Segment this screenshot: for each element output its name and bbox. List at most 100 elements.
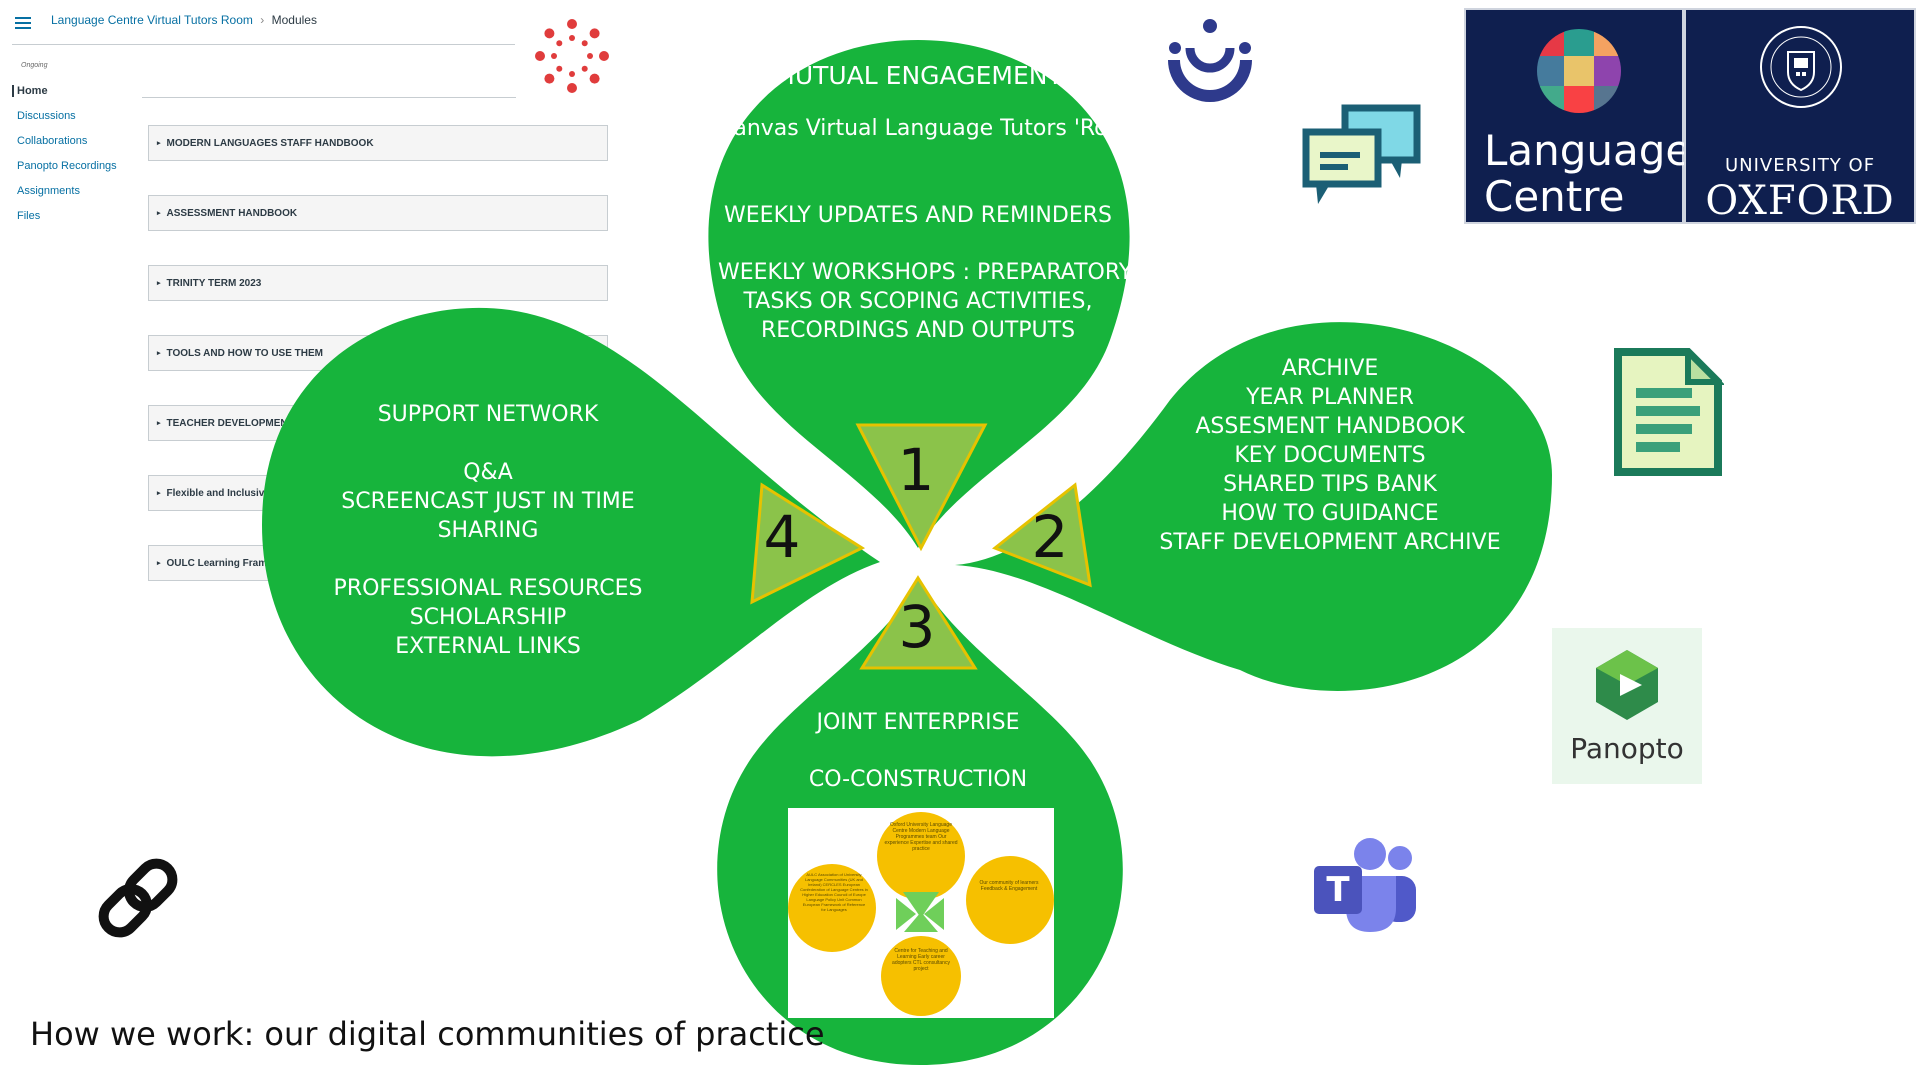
language-centre-line2: Centre <box>1484 172 1625 221</box>
support-network-item: SHARING <box>437 518 539 543</box>
spacer <box>718 92 1118 114</box>
nav-discussions[interactable]: Discussions <box>17 110 76 122</box>
mutual-engagement-line3: TASKS OR SCOPING ACTIVITIES, <box>743 289 1093 314</box>
spacer <box>1150 325 1510 354</box>
language-centre-line1: Language <box>1484 126 1692 175</box>
joint-enterprise-subtitle: CO-CONSTRUCTION <box>808 767 1028 792</box>
globe-icon <box>1537 29 1621 113</box>
breadcrumb: Language Centre Virtual Tutors Room › Mo… <box>51 13 317 27</box>
teams-letter: T <box>1326 870 1350 910</box>
joint-enterprise-title: JOINT ENTERPRISE <box>816 710 1020 735</box>
oxford-line2: OXFORD <box>1705 178 1895 224</box>
expand-triangle-icon: ▸ <box>157 280 161 287</box>
module-trinity-term[interactable]: ▸TRINITY TERM 2023 <box>148 265 608 301</box>
teams-logo-icon: T <box>1308 836 1418 940</box>
shared-repertoire-item: KEY DOCUMENTS <box>1234 443 1426 468</box>
chat-bubbles-icon <box>1302 104 1421 204</box>
nav-assignments[interactable]: Assignments <box>17 185 80 197</box>
expand-triangle-icon: ▸ <box>157 210 161 217</box>
spacer <box>718 230 1118 258</box>
mini-text-right: Our community of learners Feedback & Eng… <box>979 880 1039 892</box>
module-staff-handbook[interactable]: ▸ MODERN LANGUAGES STAFF HANDBOOK <box>148 125 608 161</box>
support-network-item: SCHOLARSHIP <box>409 605 567 630</box>
support-network-item: SCREENCAST JUST IN TIME <box>341 489 635 514</box>
module-title: MODERN LANGUAGES STAFF HANDBOOK <box>166 137 374 149</box>
shared-repertoire-text: SHARED REPERTOIRE ARCHIVE YEAR PLANNER A… <box>1150 296 1510 557</box>
spacer <box>738 737 1098 765</box>
term-label: Ongoing <box>21 62 48 69</box>
shared-repertoire-item: SHARED TIPS BANK <box>1223 472 1437 497</box>
spacer <box>718 143 1118 201</box>
teams-shapes <box>1314 838 1416 932</box>
mini-text-bottom: Centre for Teaching and Learning Early c… <box>892 948 950 972</box>
header-divider <box>12 44 515 45</box>
nav-panopto-recordings[interactable]: Panopto Recordings <box>17 160 117 172</box>
community-logo-icon <box>1168 19 1252 102</box>
oxford-line1: UNIVERSITY OF <box>1724 155 1876 176</box>
nav-files[interactable]: Files <box>17 210 41 222</box>
petal-mutual-engagement <box>708 40 1130 548</box>
hamburger-menu-icon[interactable] <box>15 16 31 29</box>
panopto-label: Panopto <box>1570 732 1684 765</box>
document-icon <box>1614 348 1724 476</box>
slide-caption: How we work: our digital communities of … <box>30 1015 825 1053</box>
module-title: Flexible and Inclusive <box>166 487 270 499</box>
oxford-crest-icon <box>1760 26 1842 108</box>
mini-clover-shapes <box>788 812 1054 1016</box>
petal-support-network <box>262 307 880 757</box>
triangle-2 <box>992 482 1092 588</box>
number-1: 1 <box>897 436 935 504</box>
mutual-engagement-line4: RECORDINGS AND OUTPUTS <box>760 318 1076 343</box>
expand-triangle-icon: ▸ <box>157 140 161 147</box>
spacer <box>318 429 658 458</box>
module-title: ASSESSMENT HANDBOOK <box>166 207 298 219</box>
mutual-engagement-line1: WEEKLY UPDATES AND REMINDERS <box>724 203 1112 228</box>
nav-collaborations[interactable]: Collaborations <box>17 135 88 147</box>
mini-text-left: AULC Association of University Language … <box>800 872 868 912</box>
module-title: TEACHER DEVELOPMENT <box>166 417 294 429</box>
mini-clover-diagram: Oxford University Language Centre Modern… <box>788 808 1054 1018</box>
module-title: OULC Learning Framework <box>166 557 296 569</box>
shared-repertoire-title: SHARED REPERTOIRE <box>1212 298 1448 323</box>
number-3: 3 <box>898 593 936 661</box>
expand-triangle-icon: ▸ <box>157 490 161 497</box>
expand-triangle-icon: ▸ <box>157 420 161 427</box>
shared-repertoire-item: ARCHIVE <box>1281 356 1379 381</box>
number-4: 4 <box>763 503 801 571</box>
expand-triangle-icon: ▸ <box>157 350 161 357</box>
language-centre-logo: Language Centre <box>1464 8 1691 224</box>
number-2: 2 <box>1031 503 1069 571</box>
breadcrumb-separator: › <box>260 13 265 27</box>
breadcrumb-current: Modules <box>271 13 317 27</box>
oxford-logo: UNIVERSITY OF OXFORD <box>1684 8 1916 224</box>
breadcrumb-course-link[interactable]: Language Centre Virtual Tutors Room <box>51 13 253 27</box>
mutual-engagement-title: MUTUAL ENGAGEMENT <box>773 61 1063 90</box>
mutual-engagement-text: MUTUAL ENGAGEMENT Canvas Virtual Languag… <box>718 60 1143 345</box>
support-network-text: SUPPORT NETWORK Q&A SCREENCAST JUST IN T… <box>318 400 658 661</box>
triangle-1 <box>855 423 988 552</box>
support-network-title: SUPPORT NETWORK <box>377 402 599 427</box>
link-chain-icon <box>98 858 178 938</box>
panopto-logo: Panopto <box>1552 628 1702 784</box>
shared-repertoire-item: HOW TO GUIDANCE <box>1221 501 1439 526</box>
canvas-logo-icon <box>535 19 609 93</box>
nav-home[interactable]: Home <box>12 85 48 97</box>
panopto-play-icon <box>1596 650 1658 720</box>
mini-text-top: Oxford University Language Centre Modern… <box>884 822 958 852</box>
support-network-item: Q&A <box>463 460 513 485</box>
joint-enterprise-text: JOINT ENTERPRISE CO-CONSTRUCTION <box>738 708 1098 794</box>
petal-shared-repertoire <box>955 322 1552 691</box>
module-title: TOOLS AND HOW TO USE THEM <box>166 347 323 359</box>
mutual-engagement-line2: WEEKLY WORKSHOPS : PREPARATORY <box>718 260 1133 285</box>
triangle-4 <box>750 482 866 605</box>
mutual-engagement-subtitle: Canvas Virtual Language Tutors 'Room <box>718 116 1143 141</box>
support-network-item: PROFESSIONAL RESOURCES <box>333 576 643 601</box>
module-assessment-handbook[interactable]: ▸ ASSESSMENT HANDBOOK <box>148 195 608 231</box>
shared-repertoire-item: STAFF DEVELOPMENT ARCHIVE <box>1159 530 1501 555</box>
shared-repertoire-item: YEAR PLANNER <box>1246 385 1414 410</box>
spacer <box>318 545 658 574</box>
triangle-3 <box>859 575 978 670</box>
support-network-item: EXTERNAL LINKS <box>395 634 581 659</box>
expand-triangle-icon: ▸ <box>157 560 161 567</box>
